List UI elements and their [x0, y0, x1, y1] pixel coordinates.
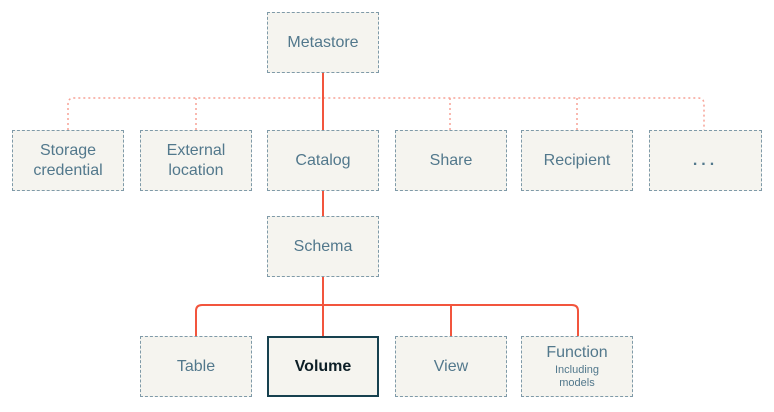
- node-metastore-label: Metastore: [287, 33, 359, 51]
- node-catalog: Catalog: [267, 130, 379, 191]
- node-ellipsis: ...: [649, 130, 762, 191]
- node-volume-label: Volume: [294, 357, 352, 375]
- node-share: Share: [395, 130, 507, 191]
- node-external-location: External location: [140, 130, 252, 191]
- node-storage-credential-label: Storage credential: [33, 141, 103, 179]
- node-table: Table: [140, 336, 252, 397]
- node-recipient-label: Recipient: [543, 151, 611, 169]
- node-function-sublabel: Including models: [554, 363, 600, 389]
- node-function-label: Function: [546, 343, 608, 361]
- node-external-location-label: External location: [166, 141, 226, 179]
- node-storage-credential: Storage credential: [12, 130, 124, 191]
- dotted-connector-tree: [67, 97, 705, 130]
- node-schema-label: Schema: [293, 237, 353, 255]
- node-table-label: Table: [176, 357, 216, 375]
- node-view-label: View: [433, 357, 469, 375]
- edge-schema-children-tree: [195, 304, 579, 336]
- node-function: Function Including models: [521, 336, 633, 397]
- node-share-label: Share: [429, 151, 473, 169]
- node-catalog-label: Catalog: [295, 151, 351, 169]
- node-metastore: Metastore: [267, 12, 379, 73]
- node-schema: Schema: [267, 216, 379, 277]
- node-ellipsis-label: ...: [692, 151, 719, 169]
- node-view: View: [395, 336, 507, 397]
- node-volume: Volume: [267, 336, 379, 397]
- node-recipient: Recipient: [521, 130, 633, 191]
